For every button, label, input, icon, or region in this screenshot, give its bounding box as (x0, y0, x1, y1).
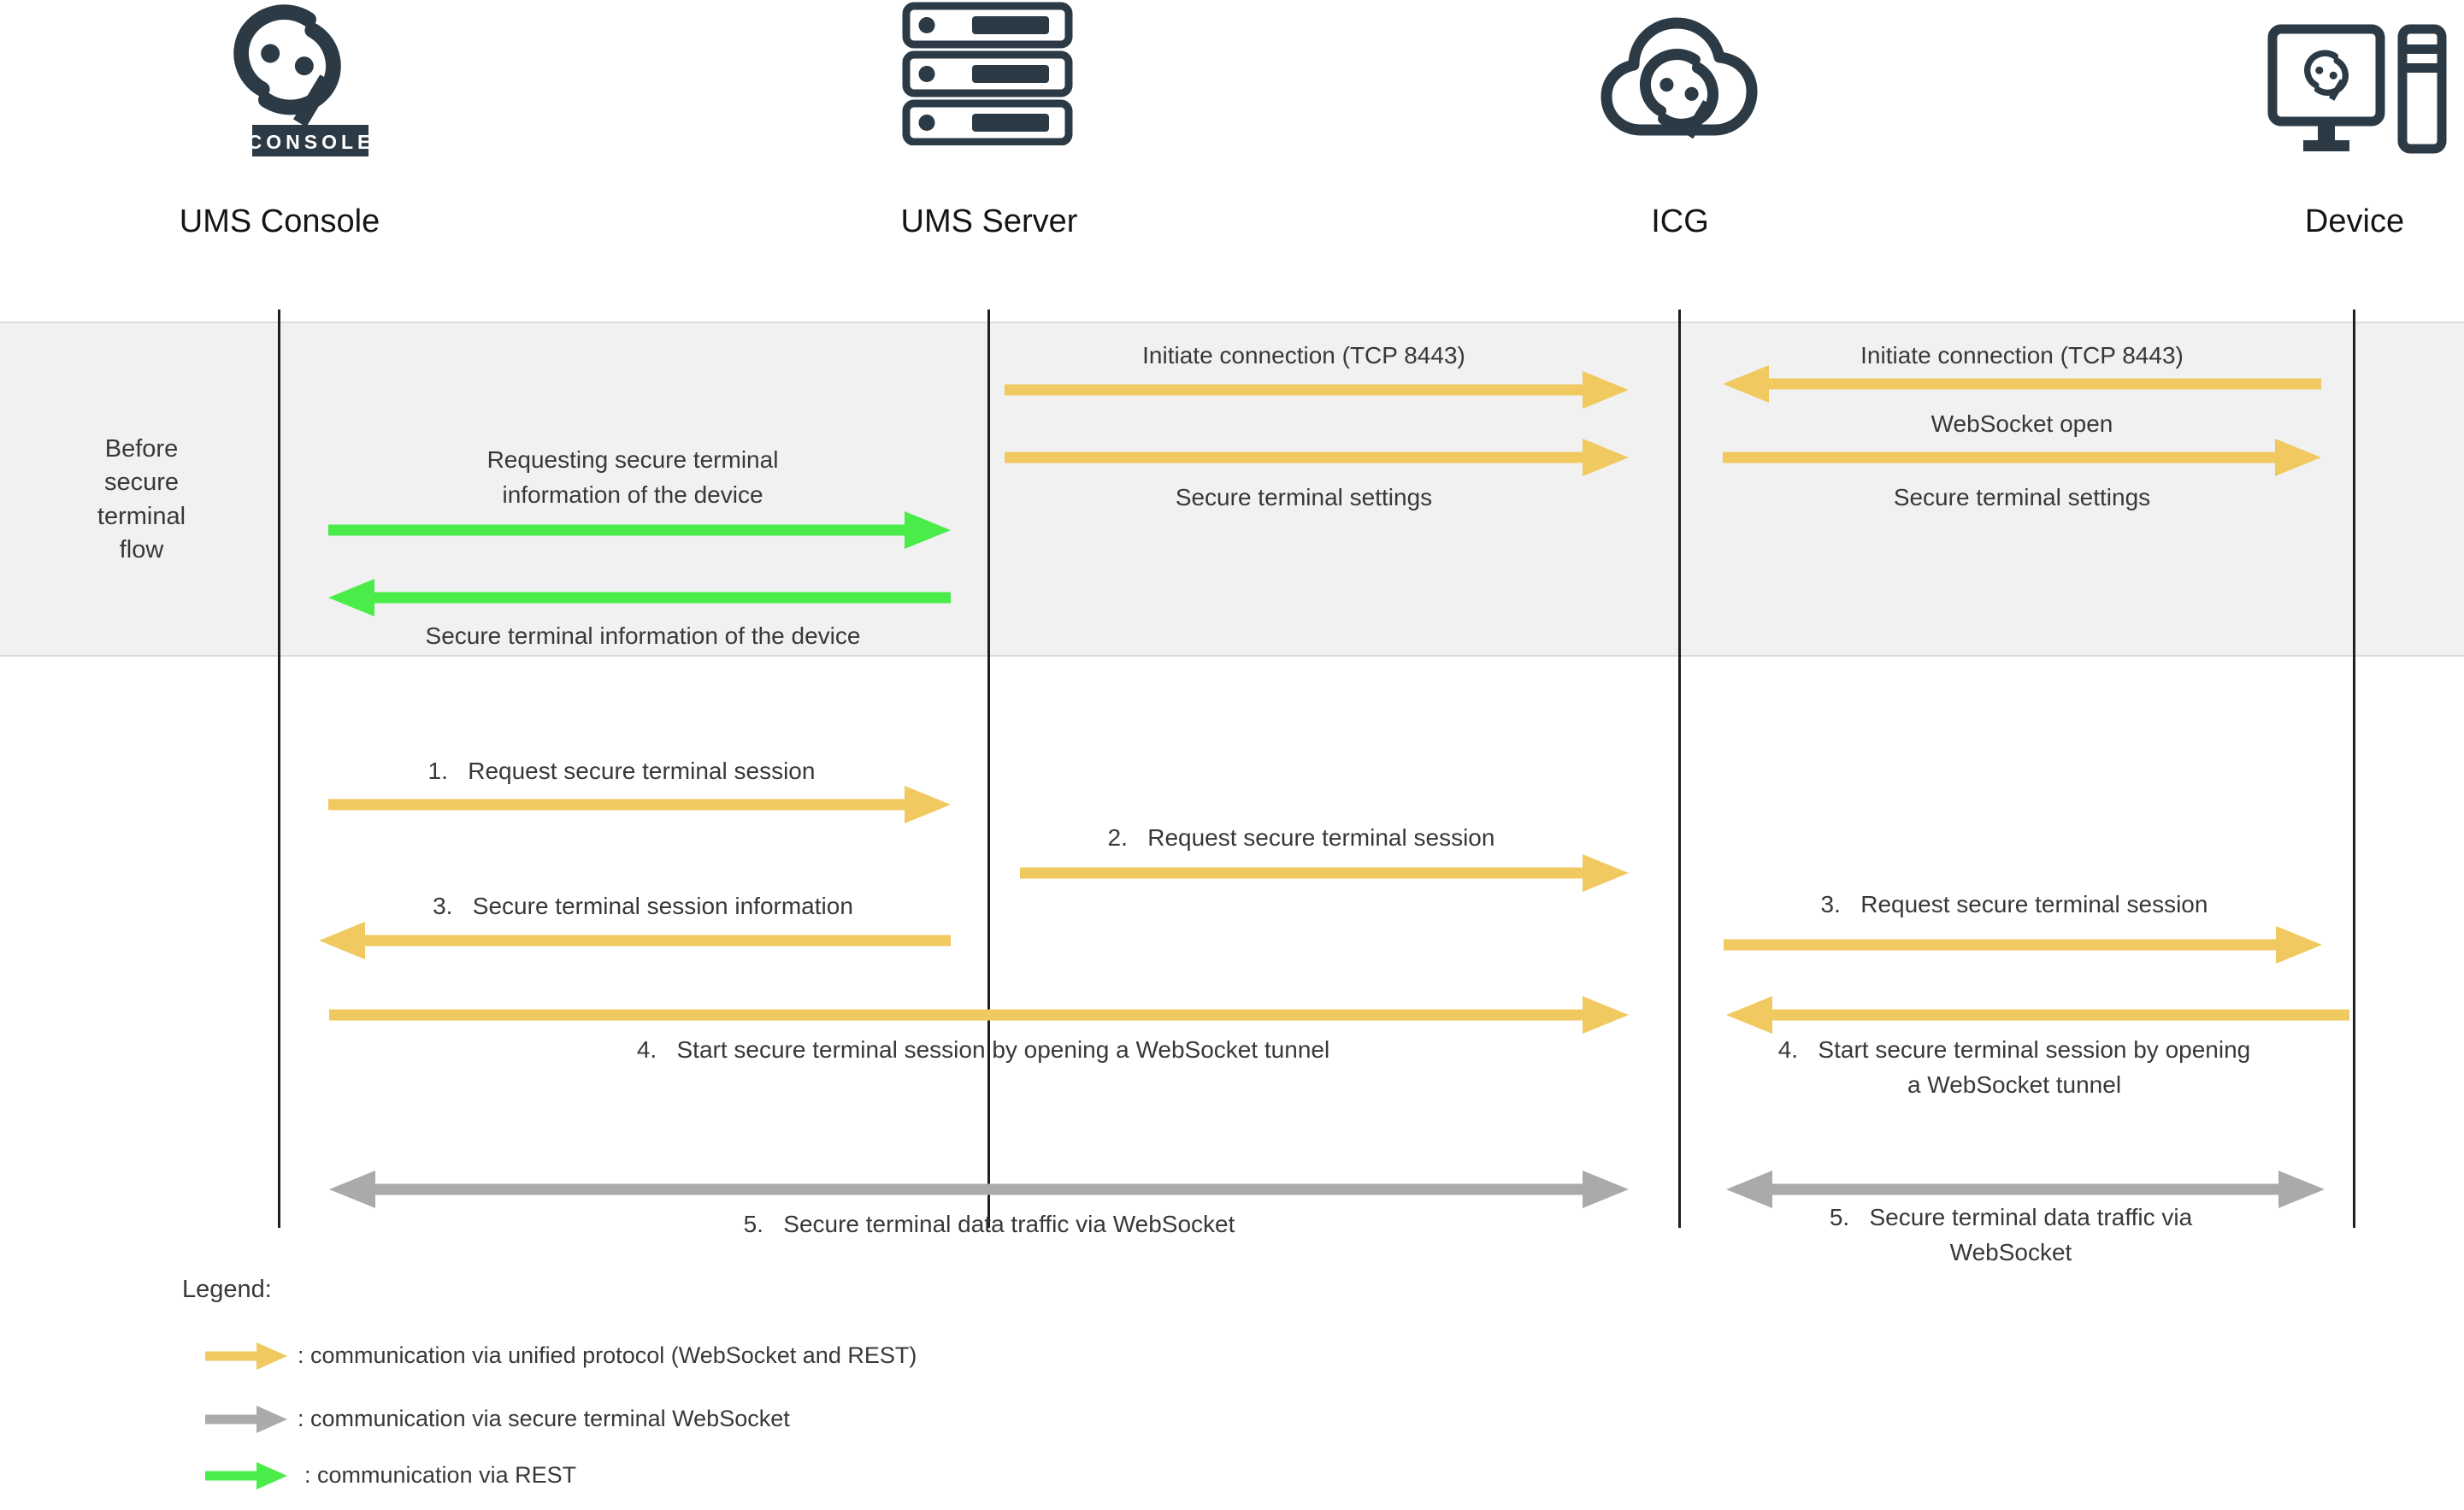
lifeline-device (2353, 310, 2355, 1228)
ums-server-icon (902, 2, 1073, 145)
arrow-step2 (1020, 853, 1629, 893)
device-icon (2267, 24, 2447, 154)
legend-green-arrow-icon (205, 1459, 287, 1493)
message-label-step3-left: 3. Secure terminal session information (433, 893, 853, 919)
message-label-initiate-left: Initiate connection (TCP 8443) (1142, 342, 1465, 369)
arrow-settings-left (1005, 438, 1629, 477)
message-label-step4-left: 4. Start secure terminal session by open… (636, 1036, 1330, 1063)
message-label-step1: 1. Request secure terminal session (427, 758, 816, 784)
arrow-step4-right (1726, 995, 2349, 1035)
legend-label-unified-protocol: : communication via unified protocol (We… (298, 1342, 917, 1368)
message-label-info-of-device: Secure terminal information of the devic… (425, 622, 861, 649)
entity-label-ums-server: UMS Server (900, 203, 1078, 239)
message-label-step2: 2. Request secure terminal session (1107, 824, 1495, 851)
arrow-initiate-right (1723, 364, 2321, 404)
lifeline-ums-server (987, 310, 990, 1228)
lifeline-ums-console (278, 310, 280, 1228)
arrow-websocket-open (1723, 438, 2321, 477)
message-label-step5-left: 5. Secure terminal data traffic via WebS… (743, 1211, 1235, 1237)
arrow-step4-left (329, 995, 1629, 1035)
message-label-websocket-open: WebSocket open (1931, 410, 2113, 437)
message-label-requesting-info: Requesting secure terminal information o… (486, 446, 779, 508)
entity-label-device: Device (2304, 203, 2405, 239)
entity-label-icg: ICG (1651, 203, 1709, 239)
arrow-step3-right (1724, 925, 2322, 964)
legend-yellow-arrow-icon (205, 1339, 287, 1373)
arrow-step5-right (1726, 1170, 2325, 1209)
arrow-step3-left (319, 921, 951, 960)
arrow-requesting-info (328, 510, 951, 550)
arrow-step5-left (329, 1170, 1629, 1209)
lifeline-icg (1678, 310, 1681, 1228)
legend-label-secure-terminal-websocket: : communication via secure terminal WebS… (298, 1406, 790, 1431)
console-badge-label: CONSOLE (248, 131, 372, 153)
ums-console-icon: CONSOLE (205, 3, 372, 156)
arrow-info-of-device (328, 578, 951, 617)
legend-title: Legend: (182, 1276, 272, 1303)
arrow-step1 (328, 785, 951, 824)
phase-label: Before secure terminal flow (97, 435, 186, 564)
message-label-step5-right: 5. Secure terminal data traffic via WebS… (1829, 1204, 2193, 1265)
legend-gray-arrow-icon (205, 1402, 287, 1436)
message-label-initiate-right: Initiate connection (TCP 8443) (1860, 342, 2184, 369)
message-label-step4-right: 4. Start secure terminal session by open… (1777, 1036, 2251, 1098)
icg-cloud-icon (1600, 17, 1758, 168)
entity-label-ums-console: UMS Console (179, 203, 380, 239)
message-label-settings-left: Secure terminal settings (1175, 484, 1433, 510)
message-label-step3-right: 3. Request secure terminal session (1820, 891, 2208, 917)
message-label-settings-right: Secure terminal settings (1893, 484, 2151, 510)
legend-label-rest: : communication via REST (304, 1462, 577, 1488)
arrow-initiate-left (1005, 370, 1629, 410)
